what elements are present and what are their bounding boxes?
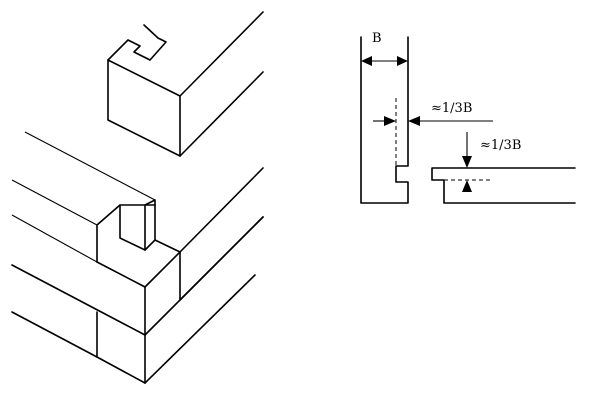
width-label: B bbox=[372, 31, 382, 46]
notch-width-label: ≈1/3B bbox=[431, 101, 472, 116]
section-drawing: B ≈1/3B ≈1/3B bbox=[360, 31, 576, 204]
lower-log-stack bbox=[11, 131, 264, 384]
horizontal-board bbox=[431, 167, 576, 204]
isometric-joint-drawing bbox=[11, 11, 264, 384]
vertical-board bbox=[360, 36, 409, 204]
width-dimension: B bbox=[361, 31, 408, 66]
upper-log-end bbox=[107, 11, 264, 157]
notch-width-dimension: ≈1/3B bbox=[373, 101, 493, 126]
notch-depth-dimension: ≈1/3B bbox=[462, 132, 521, 192]
notch-depth-label: ≈1/3B bbox=[480, 138, 521, 153]
